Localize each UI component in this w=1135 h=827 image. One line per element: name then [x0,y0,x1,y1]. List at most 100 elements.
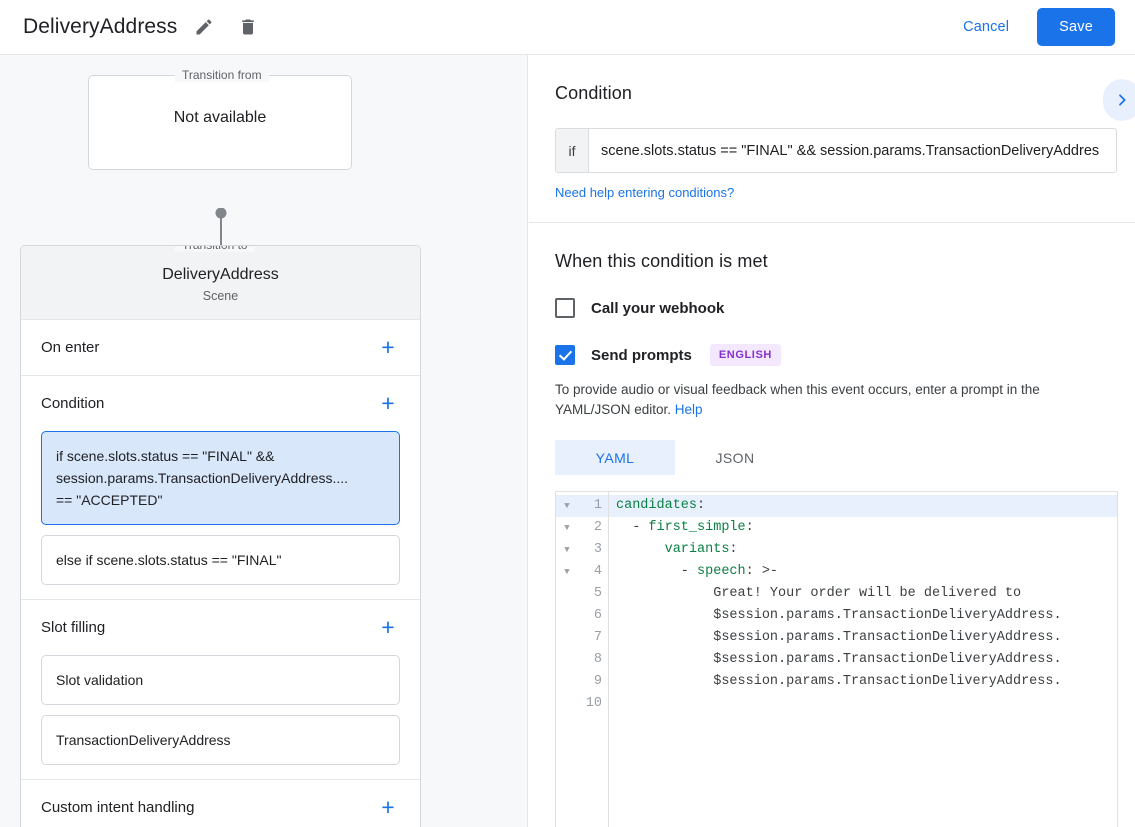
line-number-text: 3 [593,542,602,557]
editor-code-line: $session.params.TransactionDeliveryAddre… [609,627,1117,649]
line-number-text: 8 [593,652,602,667]
left-panel: Transition from Not available Transition… [0,55,528,827]
editor-code-line: - speech: >- [609,561,1117,583]
condition-chip-line: if scene.slots.status == "FINAL" && [56,448,275,464]
section-title-custom-intent-handling: Custom intent handling [41,799,195,816]
line-number-text: 6 [593,608,602,623]
fold-triangle-icon[interactable]: ▼ [564,544,570,555]
condition-chip-else-if[interactable]: else if scene.slots.status == "FINAL" [41,535,400,585]
section-custom-intent-handling: Custom intent handling + [21,780,420,827]
line-number-text: 2 [593,520,602,535]
condition-chip-line: session.params.TransactionDeliveryAddres… [56,470,349,486]
condition-chip-selected[interactable]: if scene.slots.status == "FINAL" && sess… [41,431,400,525]
fold-triangle-icon[interactable]: ▼ [564,500,570,511]
code-token: $session.params.TransactionDeliveryAddre… [616,674,1062,689]
code-token: $session.params.TransactionDeliveryAddre… [616,652,1062,667]
transition-to-title: DeliveryAddress [162,266,279,283]
line-number-text: 10 [585,696,602,711]
section-header-on-enter[interactable]: On enter + [21,320,420,375]
add-slot-filling-button[interactable]: + [381,614,395,640]
line-number-text: 1 [593,498,602,513]
line-number-text: 9 [593,674,602,689]
section-title-condition: Condition [41,395,105,412]
tab-json[interactable]: JSON [715,449,755,466]
editor-code-line: - first_simple: [609,517,1117,539]
transition-to-subtitle: Scene [202,289,239,303]
condition-list: if scene.slots.status == "FINAL" && sess… [21,431,420,599]
code-token: first_simple [648,520,746,535]
section-header-slot-filling[interactable]: Slot filling + [21,600,420,655]
webhook-checkbox-row[interactable]: Call your webhook [555,298,1135,318]
transition-from-card: Transition from Not available [88,68,352,170]
editor-code-line: candidates: [609,495,1117,517]
pencil-icon[interactable] [187,10,221,44]
editor-line-number: 5 [556,583,608,605]
editor-line-number: 9 [556,671,608,693]
when-condition-met-title: When this condition is met [555,251,768,271]
language-badge: ENGLISH [709,344,781,366]
code-token: $session.params.TransactionDeliveryAddre… [616,630,1062,645]
code-token: candidates [616,498,698,513]
transition-to-legend: Transition to [175,246,255,252]
call-webhook-checkbox[interactable] [555,298,575,318]
add-custom-intent-button[interactable]: + [381,794,395,820]
code-token: : [745,520,754,535]
code-token: : >- [745,564,779,579]
section-title-on-enter: On enter [41,339,100,356]
editor-code-line [609,693,1117,715]
section-condition: Condition + if scene.slots.status == "FI… [21,376,420,600]
condition-help-link[interactable]: Need help entering conditions? [555,185,735,200]
code-token: : [697,498,706,513]
editor-code-area[interactable]: candidates: - first_simple: variants: - … [609,492,1117,827]
editor-line-number: 7 [556,627,608,649]
fold-triangle-icon[interactable]: ▼ [564,566,570,577]
condition-if-prefix: if [556,129,589,172]
editor-code-line: Great! Your order will be delivered to [609,583,1117,605]
section-header-condition[interactable]: Condition + [21,376,420,431]
editor-line-number: 10 [556,693,608,715]
section-header-custom-intent-handling[interactable]: Custom intent handling + [21,780,420,827]
chevron-right-icon[interactable] [1103,79,1135,121]
send-prompts-checkbox[interactable] [555,345,575,365]
top-app-bar: DeliveryAddress Cancel Save [0,0,1135,55]
add-on-enter-button[interactable]: + [381,334,395,360]
chip-line: Slot validation [56,672,144,688]
section-on-enter: On enter + [21,320,420,376]
condition-chip-line: == "ACCEPTED" [56,492,163,508]
condition-input[interactable] [589,129,1116,172]
transition-from-value: Not available [173,109,267,126]
code-token: Great! Your order will be delivered to [616,586,1022,601]
condition-panel-title: Condition [555,83,632,103]
send-prompts-description: To provide audio or visual feedback when… [555,380,1115,420]
send-prompts-label: Send prompts [591,346,692,364]
code-token: variants [664,542,730,557]
editor-line-number: ▼3 [556,539,608,561]
code-token: - [616,520,649,535]
editor-code-line: $session.params.TransactionDeliveryAddre… [609,605,1117,627]
save-button[interactable]: Save [1037,8,1115,46]
editor-code-line: variants: [609,539,1117,561]
send-prompts-description-text: To provide audio or visual feedback when… [555,382,1040,417]
add-condition-button[interactable]: + [381,390,395,416]
transition-to-card: Transition to DeliveryAddress Scene On e… [20,245,421,827]
fold-triangle-icon[interactable]: ▼ [564,522,570,533]
when-condition-met-panel: When this condition is met Call your web… [529,223,1135,827]
trash-icon[interactable] [231,10,265,44]
slot-transaction-delivery-address-chip[interactable]: TransactionDeliveryAddress [41,715,400,765]
editor-line-number: ▼2 [556,517,608,539]
send-prompts-checkbox-row[interactable]: Send prompts ENGLISH [555,344,1135,366]
condition-chip-line: else if scene.slots.status == "FINAL" [56,552,282,568]
editor-format-tabs: YAML JSON [555,440,1135,475]
slot-validation-chip[interactable]: Slot validation [41,655,400,705]
editor-line-number: ▼4 [556,561,608,583]
section-slot-filling: Slot filling + Slot validation Transacti… [21,600,420,780]
cancel-button[interactable]: Cancel [947,10,1025,44]
send-prompts-help-link[interactable]: Help [674,402,703,417]
tab-yaml[interactable]: YAML [555,440,675,475]
condition-input-row[interactable]: if [555,128,1117,173]
transition-to-header: DeliveryAddress Scene [21,246,420,320]
code-token [616,542,665,557]
